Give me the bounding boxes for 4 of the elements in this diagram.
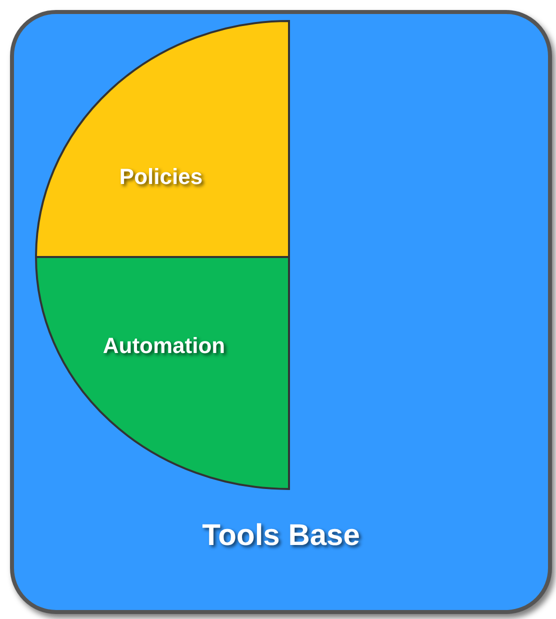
- segment-label: Automation: [102, 333, 226, 359]
- segment-label: Tools Base: [202, 519, 360, 553]
- segment-label: Policies: [119, 164, 203, 190]
- panel-background: [10, 10, 552, 614]
